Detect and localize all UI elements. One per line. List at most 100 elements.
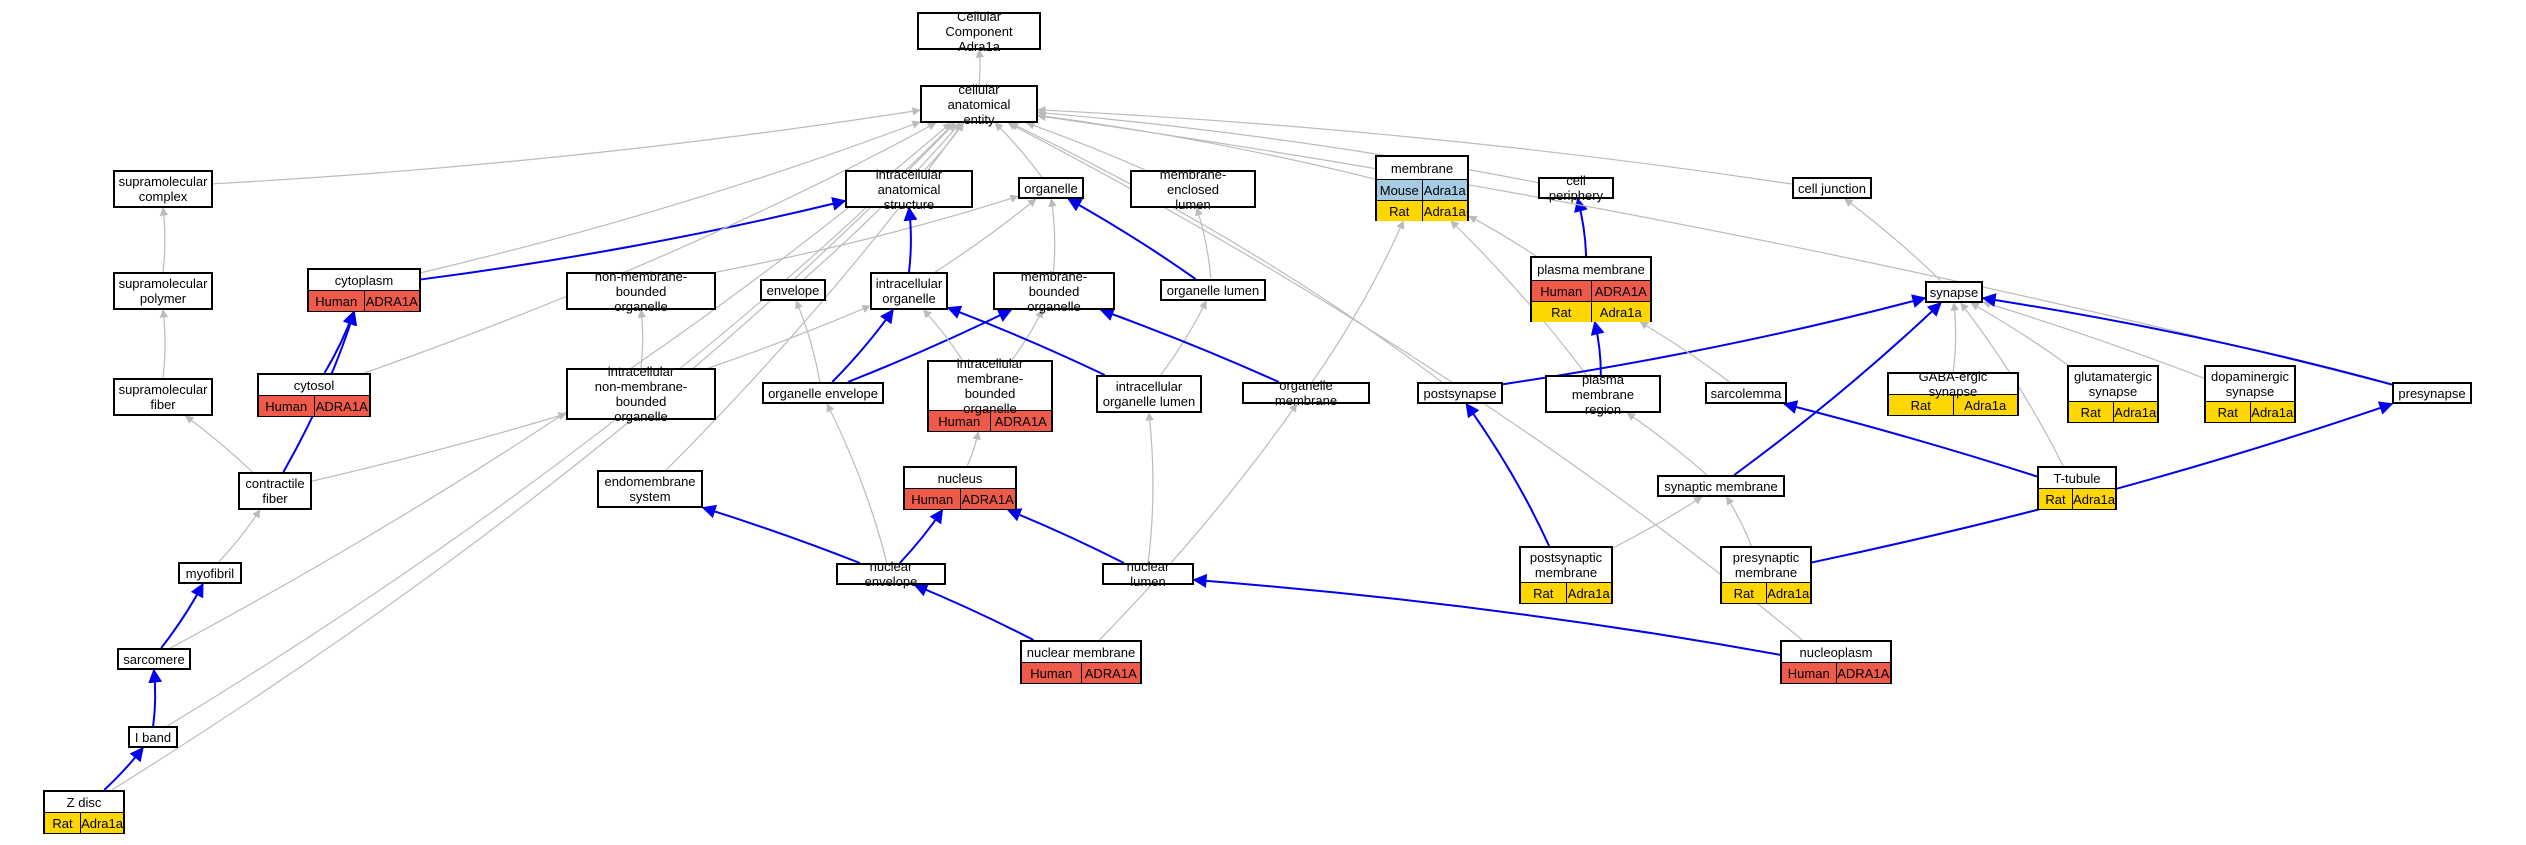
node-cell-junction[interactable]: cell junction xyxy=(1792,177,1872,199)
node-organelle-lumen[interactable]: organelle lumen xyxy=(1160,279,1266,301)
node-presynapse[interactable]: presynapse xyxy=(2392,382,2472,404)
node-nuclear-lumen[interactable]: nuclear lumen xyxy=(1102,559,1194,589)
node-label-line: membrane-bounded xyxy=(956,371,1024,401)
species-name: Rat xyxy=(1533,585,1554,601)
gene-symbol: ADRA1A xyxy=(1835,663,1891,683)
node-label-line: myofibril xyxy=(185,565,235,581)
node-label-line: GABA-ergic synapse xyxy=(1918,369,1988,399)
edge-gabaergic-synapse-to-synapse xyxy=(1950,302,1959,373)
node-label-line: Adra1a xyxy=(958,38,1000,54)
gene-symbol: Adra1a xyxy=(80,813,123,833)
node-label-line: intracellular xyxy=(875,276,943,291)
edge-z-disc-to-cae xyxy=(111,122,956,791)
node-sarcolemma[interactable]: sarcolemma xyxy=(1705,382,1787,404)
edge-dopaminergic-synapse-to-synapse xyxy=(1982,300,2205,379)
node-label-line: Z disc xyxy=(66,794,102,810)
node-label: organelle lumen xyxy=(1162,281,1264,299)
edge-non-membrane-bounded-organelle-to-organelle xyxy=(715,194,1019,273)
species-name: Human xyxy=(1540,283,1583,299)
node-label: postsynapse xyxy=(1419,384,1501,402)
node-label-line: entity xyxy=(963,111,995,127)
edge-intracellular-organelle-to-intracellular-anatomical-structure xyxy=(903,206,918,273)
node-label: I band xyxy=(130,728,176,746)
node-label-line: cytosol xyxy=(293,377,335,393)
node-label: plasma membrane xyxy=(1532,258,1650,280)
node-label-line: cell junction xyxy=(1798,180,1866,196)
species-name: Rat xyxy=(1389,203,1410,219)
node-organelle-membrane[interactable]: organelle membrane xyxy=(1242,378,1370,408)
node-label-line: sarcomere xyxy=(123,651,185,667)
edge-cytoplasm-to-intracellular-anatomical-structure xyxy=(420,197,847,281)
node-label-line: complex xyxy=(138,189,188,204)
node-label-line: organelle lumen xyxy=(1166,282,1260,298)
node-label-line: membrane xyxy=(1534,565,1598,580)
edge-i-band-to-cae xyxy=(167,122,955,727)
node-organelle-envelope[interactable]: organelle envelope xyxy=(762,382,884,404)
node-organelle[interactable]: organelle xyxy=(1018,177,1084,199)
node-cell-periphery[interactable]: cell periphery xyxy=(1538,173,1614,203)
edge-i-band-to-sarcomere xyxy=(148,668,163,727)
node-nuclear-envelope[interactable]: nuclear envelope xyxy=(836,559,946,589)
node-label: cytoplasm xyxy=(309,270,419,290)
node-i-band[interactable]: I band xyxy=(128,726,178,748)
node-label: nucleus xyxy=(905,468,1015,488)
node-synapse[interactable]: synapse xyxy=(1925,281,1983,303)
edge-organelle-membrane-to-membrane xyxy=(1311,220,1405,383)
gene-symbol: Adra1a xyxy=(1565,583,1612,603)
node-label-line: polymer xyxy=(139,291,187,306)
node-synaptic-membrane[interactable]: synaptic membrane xyxy=(1657,475,1785,497)
edge-t-tubule-to-sarcolemma xyxy=(1782,400,2038,478)
node-envelope[interactable]: envelope xyxy=(760,279,826,301)
edge-intracellular-organelle-lumen-to-intracellular-organelle xyxy=(946,305,1106,376)
gene-symbol: ADRA1A xyxy=(989,411,1052,431)
node-postsynapse[interactable]: postsynapse xyxy=(1417,382,1503,404)
node-myofibril[interactable]: myofibril xyxy=(178,562,242,584)
species-name: Rat xyxy=(2217,404,2238,420)
node-label: cell periphery xyxy=(1540,173,1612,203)
node-label-line: organelle xyxy=(1024,180,1078,196)
node-sarcomere[interactable]: sarcomere xyxy=(117,648,191,670)
gene-symbol: Adra1a xyxy=(1421,201,1468,221)
node-label: nuclear membrane xyxy=(1022,642,1140,662)
species-name: Human xyxy=(315,293,358,309)
